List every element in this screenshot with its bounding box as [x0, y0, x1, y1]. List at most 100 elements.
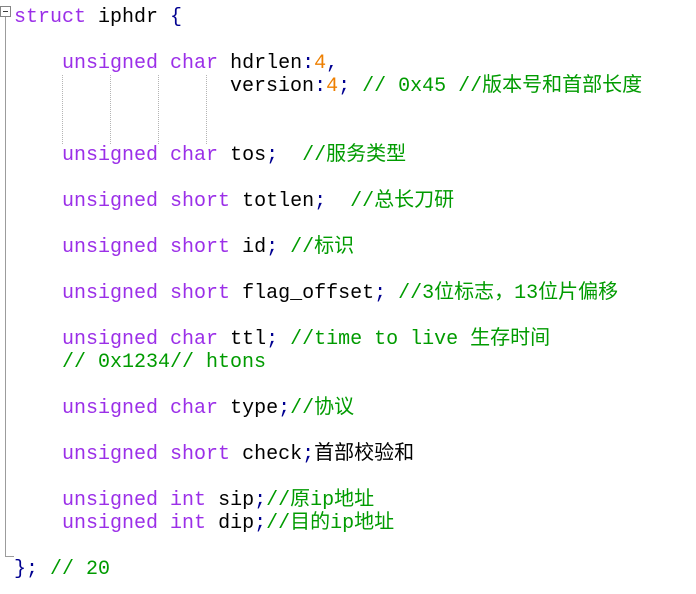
code-token: // 0x45 //版本号和首部长度: [362, 75, 643, 98]
code-line[interactable]: unsigned char ttl; //time to live 生存时间: [14, 328, 642, 351]
code-token: short: [170, 190, 231, 213]
code-token: sip: [206, 489, 255, 512]
code-line[interactable]: [14, 305, 642, 328]
code-token: tos: [218, 144, 267, 167]
code-token: totlen: [230, 190, 315, 213]
fold-scope-line-end: [5, 556, 14, 557]
code-token: unsigned: [62, 144, 159, 167]
code-token: };: [14, 558, 39, 581]
code-token: 4: [326, 75, 339, 98]
code-token: // 20: [50, 558, 111, 581]
code-token: int: [170, 489, 207, 512]
code-token: ;: [266, 328, 279, 351]
code-token: [14, 489, 62, 512]
code-line[interactable]: unsigned short id; //标识: [14, 236, 642, 259]
code-line[interactable]: unsigned short check;首部校验和: [14, 443, 642, 466]
code-line[interactable]: unsigned char hdrlen:4,: [14, 52, 642, 75]
code-token: hdrlen: [218, 52, 303, 75]
code-token: [158, 190, 170, 213]
code-token: 首部校验和: [314, 443, 415, 466]
code-token: iphdr: [86, 6, 171, 29]
code-token: :: [314, 75, 327, 98]
code-token: [158, 328, 170, 351]
code-line[interactable]: [14, 466, 642, 489]
code-line[interactable]: struct iphdr {: [14, 6, 642, 29]
code-token: struct: [14, 6, 87, 29]
code-line[interactable]: [14, 259, 642, 282]
code-line[interactable]: unsigned int sip;//原ip地址: [14, 489, 642, 512]
code-text-area[interactable]: struct iphdr { unsigned char hdrlen:4, v…: [14, 6, 642, 581]
code-line[interactable]: // 0x1234// htons: [14, 351, 642, 374]
code-token: 4: [314, 52, 327, 75]
code-token: //原ip地址: [266, 489, 375, 512]
code-token: //目的ip地址: [266, 512, 395, 535]
code-token: short: [170, 443, 231, 466]
code-token: check: [230, 443, 303, 466]
code-token: [158, 282, 170, 305]
indent-guide-line: [62, 75, 63, 144]
code-token: dip: [206, 512, 255, 535]
code-token: [158, 489, 170, 512]
code-token: ;: [302, 443, 315, 466]
code-line[interactable]: version:4; // 0x45 //版本号和首部长度: [14, 75, 642, 98]
code-token: [14, 282, 62, 305]
minus-glyph: [3, 11, 8, 12]
code-line[interactable]: [14, 213, 642, 236]
code-token: flag_offset: [230, 282, 375, 305]
code-line[interactable]: unsigned short flag_offset; //3位标志，13位片偏…: [14, 282, 642, 305]
code-line[interactable]: [14, 121, 642, 144]
code-token: unsigned: [62, 328, 159, 351]
code-token: [14, 351, 62, 374]
code-token: ;: [278, 397, 291, 420]
code-token: unsigned: [62, 236, 159, 259]
code-line[interactable]: [14, 98, 642, 121]
indent-guide-line: [110, 75, 111, 144]
code-token: ;: [266, 144, 279, 167]
code-line[interactable]: }; // 20: [14, 558, 642, 581]
indent-guide-line: [206, 75, 207, 144]
code-token: [278, 144, 302, 167]
code-line[interactable]: unsigned char type;//协议: [14, 397, 642, 420]
code-token: char: [170, 52, 219, 75]
code-token: ;: [374, 282, 387, 305]
code-line[interactable]: unsigned short totlen; //总长刀研: [14, 190, 642, 213]
code-token: [158, 512, 170, 535]
code-line[interactable]: [14, 374, 642, 397]
code-token: unsigned: [62, 397, 159, 420]
code-line[interactable]: [14, 420, 642, 443]
code-token: ttl: [218, 328, 267, 351]
code-token: ;: [254, 512, 267, 535]
code-token: char: [170, 144, 219, 167]
code-line[interactable]: [14, 29, 642, 52]
code-token: [14, 443, 62, 466]
code-token: //time to live 生存时间: [290, 328, 551, 351]
code-line[interactable]: unsigned int dip;//目的ip地址: [14, 512, 642, 535]
code-token: char: [170, 397, 219, 420]
code-token: [14, 397, 62, 420]
code-token: [278, 328, 290, 351]
indent-guide-line: [158, 75, 159, 144]
code-token: unsigned: [62, 443, 159, 466]
code-token: //服务类型: [302, 144, 407, 167]
fold-scope-line: [5, 17, 6, 556]
code-token: unsigned: [62, 489, 159, 512]
code-token: [14, 512, 62, 535]
code-token: //标识: [290, 236, 355, 259]
code-line[interactable]: [14, 535, 642, 558]
code-token: [386, 282, 398, 305]
code-token: //3位标志，13位片偏移: [398, 282, 619, 305]
code-token: [14, 52, 62, 75]
code-token: [278, 236, 290, 259]
code-line[interactable]: [14, 167, 642, 190]
code-token: [14, 328, 62, 351]
code-token: unsigned: [62, 282, 159, 305]
code-token: version: [14, 75, 315, 98]
fold-collapse-icon[interactable]: [0, 6, 11, 17]
code-token: :: [302, 52, 315, 75]
code-token: [158, 443, 170, 466]
code-token: unsigned: [62, 190, 159, 213]
code-line[interactable]: unsigned char tos; //服务类型: [14, 144, 642, 167]
code-token: [14, 144, 62, 167]
code-token: [350, 75, 362, 98]
